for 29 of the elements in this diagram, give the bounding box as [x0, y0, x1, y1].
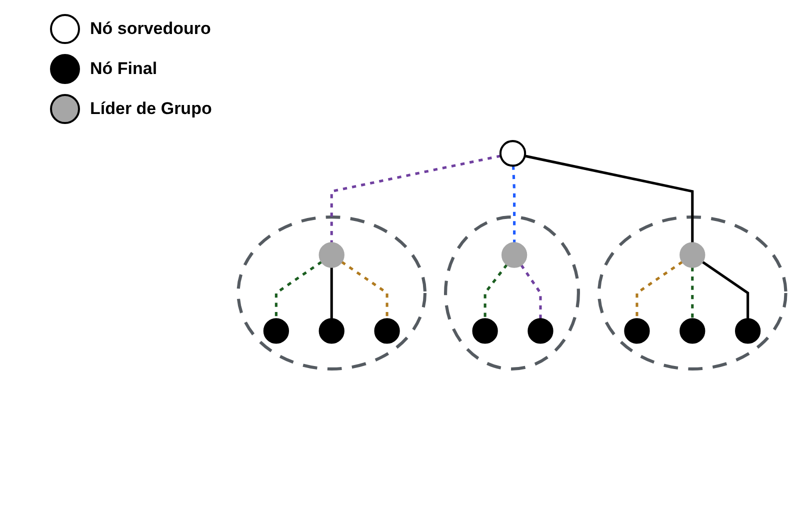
node-circle	[374, 318, 400, 344]
connector	[520, 264, 542, 319]
legend-label: Líder de Grupo	[90, 99, 212, 119]
node-circle	[624, 318, 650, 344]
node-circle	[318, 242, 344, 268]
connector	[330, 154, 501, 243]
legend-label: Nó sorvedouro	[90, 19, 211, 39]
group-circle	[444, 215, 580, 370]
connector	[330, 267, 333, 319]
connector	[524, 154, 694, 243]
connector	[691, 267, 694, 319]
connector	[636, 260, 683, 319]
connector	[702, 260, 750, 319]
group-circle	[236, 215, 427, 370]
connector	[484, 264, 508, 319]
node-circle	[528, 318, 554, 344]
connector	[274, 260, 322, 319]
group-circle	[597, 215, 788, 370]
node-circle	[472, 318, 498, 344]
node-circle	[499, 140, 526, 167]
node-circle	[318, 318, 344, 344]
node-circle	[501, 242, 528, 268]
node-circle	[680, 318, 706, 344]
node-circle	[734, 318, 761, 344]
connector	[341, 260, 388, 319]
node-circle	[680, 242, 706, 268]
connector	[512, 166, 516, 243]
legend-label: Nó Final	[90, 59, 158, 79]
node-circle	[263, 318, 290, 344]
